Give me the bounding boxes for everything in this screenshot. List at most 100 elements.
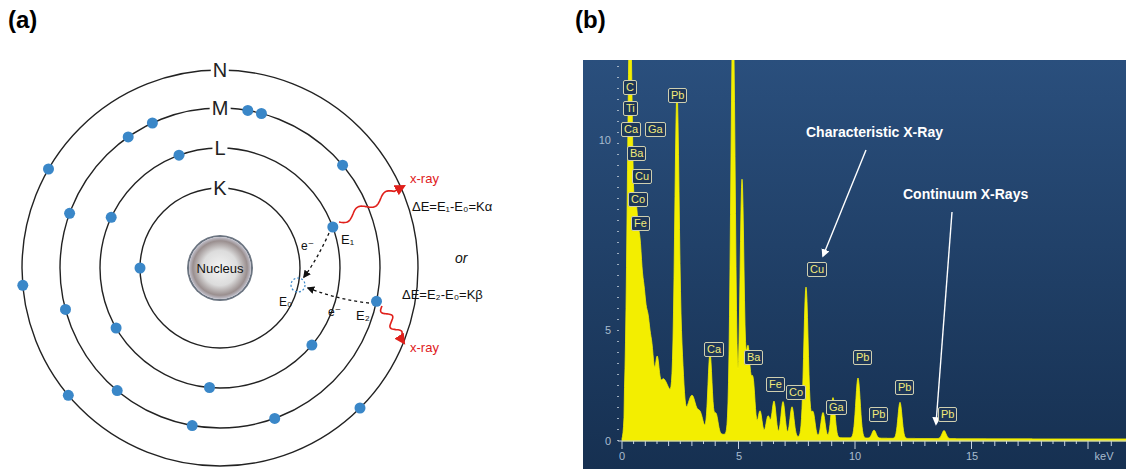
axis-tick: 0 [605,435,611,448]
electron-dot [242,105,253,116]
x-tick [645,441,646,446]
element-label: Ca [707,343,721,355]
x-ray-label: x-ray [410,341,439,356]
peak-label-box: Fe [631,216,650,231]
shell-letter: L [212,137,227,160]
x-tick [622,441,623,449]
element-label: Pb [856,351,869,363]
x-tick [703,441,704,444]
x-tick [785,441,786,446]
electron-shells [22,70,418,466]
x-tick [983,441,984,444]
element-label: Pb [872,408,885,420]
peak-label-box: Ti [623,101,638,116]
axis-tick: 5 [605,324,611,337]
electron-dot [174,150,185,161]
x-tick [1076,441,1077,444]
electron-dot [63,390,74,401]
peak-label-box: Ca [621,122,641,137]
electron-dot [64,208,75,219]
energy-equation: ΔE=E₁-E₀=Kα [412,200,492,215]
peak-label-box: Ba [744,350,763,365]
element-label: Ca [624,123,638,135]
x-tick [680,441,681,444]
electron-dot [111,323,122,334]
electron-dot [306,340,317,351]
peak-label-box: Pb [853,350,872,365]
annotation: Continuum X-Rays [903,186,1028,202]
peak-label-box: Ca [704,342,724,357]
y-axis [617,66,619,441]
x-tick [843,441,844,444]
energy-level: E₂ [356,309,370,324]
x-axis [618,441,1126,442]
x-tick [890,441,891,444]
x-tick [1064,441,1065,446]
x-tick [738,441,739,449]
electron-dot [204,382,215,393]
x-tick [959,441,960,444]
panel-letter: (a) [8,6,37,34]
electron-dot [256,108,267,119]
element-label: Fe [769,378,782,390]
x-tick [1111,441,1112,446]
element-label: Pb [671,89,684,101]
x-tick [994,441,995,446]
nucleus-label: Nucleus [197,261,244,276]
peak-label-box: C [623,80,637,95]
x-tick [691,441,692,446]
electron-dot [187,420,198,431]
x-tick [924,441,925,446]
transition-arrow [308,288,369,303]
vacancy [291,278,305,292]
electron-dot [43,164,54,175]
x-tick [855,441,856,449]
shell-letter: M [210,97,231,120]
x-tick [971,441,972,449]
x-ray-label: x-ray [410,172,439,187]
x-tick [913,441,914,444]
shell-letter: N [211,59,229,82]
element-label: Fe [634,217,647,229]
electron-dot [135,263,146,274]
x-ray-wave [381,306,404,343]
peak-label-box: Ba [627,146,646,161]
x-tick [773,441,774,444]
element-label: Ga [648,123,663,135]
element-label: Ba [747,351,760,363]
x-tick [1006,441,1007,444]
electron-dot [106,212,117,223]
x-tick [866,441,867,444]
element-label: Ga [829,401,844,413]
x-tick [831,441,832,446]
x-tick [948,441,949,446]
x-tick [715,441,716,446]
axis-tick: 0 [619,450,625,463]
x-ticks [622,441,1111,449]
x-tick [820,441,821,444]
x-tick [1029,441,1030,444]
electron-dot [355,403,366,414]
element-label: Ba [630,147,643,159]
x-tick [808,441,809,446]
element-label: Co [789,386,803,398]
axis-tick: 15 [966,450,978,463]
peak-label-box: Pb [895,380,914,395]
x-tick [1088,441,1089,449]
x-tick [1018,441,1019,446]
axis-unit: keV [1095,450,1114,463]
electron-dot [371,296,382,307]
axis-tick: 10 [849,450,861,463]
axis-tick: 5 [736,450,742,463]
shell-letter: K [211,177,228,200]
peak-label-box: Pb [668,88,687,103]
peak-label-box: Co [628,192,648,207]
x-tick [1099,441,1100,444]
x-tick [750,441,751,444]
x-tick [901,441,902,446]
peak-label-box: Cu [632,169,652,184]
electron-label: e⁻ [301,240,314,254]
x-tick [726,441,727,444]
electrons [17,105,382,431]
